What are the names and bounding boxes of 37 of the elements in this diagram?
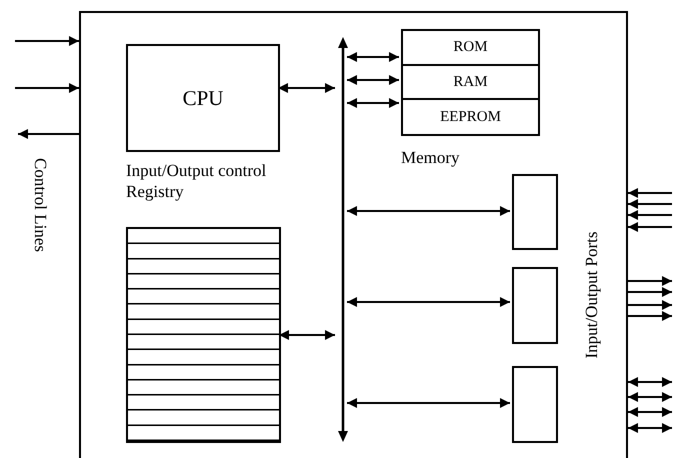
arrow xyxy=(628,300,672,310)
arrow xyxy=(15,83,79,93)
arrow xyxy=(18,129,79,139)
arrow xyxy=(347,98,399,108)
arrow xyxy=(15,36,79,46)
side-label: Control Lines xyxy=(30,158,50,252)
arrow xyxy=(628,210,672,220)
arrow xyxy=(628,392,672,402)
arrow xyxy=(628,407,672,417)
arrow xyxy=(628,222,672,232)
arrow xyxy=(628,199,672,209)
arrow xyxy=(628,188,672,198)
arrow xyxy=(347,75,399,85)
side-label: Input/Output Ports xyxy=(582,231,602,359)
chip-outline xyxy=(79,11,628,458)
arrow xyxy=(628,423,672,433)
register-heading: Input/Output control Registry xyxy=(126,160,268,202)
bus-line xyxy=(337,37,349,442)
arrow xyxy=(347,52,399,62)
arrow xyxy=(279,330,335,340)
port-box xyxy=(512,174,558,250)
group-heading: Memory xyxy=(401,147,460,168)
arrow xyxy=(347,206,510,216)
port-box xyxy=(512,267,558,344)
arrow xyxy=(628,311,672,321)
arrow xyxy=(628,276,672,286)
arrow xyxy=(278,83,335,93)
memory-row: ROM xyxy=(401,29,540,66)
arrow xyxy=(628,287,672,297)
arrow xyxy=(628,377,672,387)
port-box xyxy=(512,366,558,443)
memory-row: RAM xyxy=(401,64,540,100)
cpu-label: CPU xyxy=(182,86,224,110)
arrow xyxy=(347,297,510,307)
arrow xyxy=(347,398,510,408)
memory-row: EEPROM xyxy=(401,98,540,136)
cpu-box xyxy=(126,44,280,152)
